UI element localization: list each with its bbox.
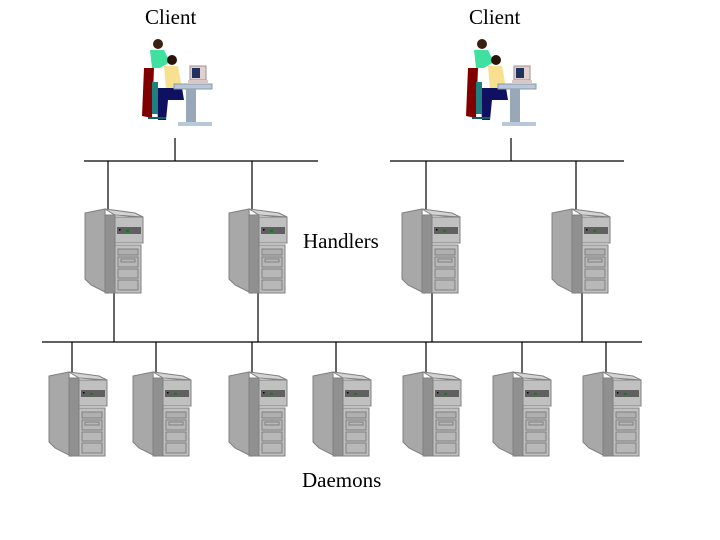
handler-server-icon bbox=[551, 208, 611, 294]
client-label-1: Client bbox=[145, 5, 197, 29]
daemon-server-icon bbox=[582, 371, 642, 457]
handler-server-icon bbox=[228, 208, 288, 294]
client-workstation-icon-1 bbox=[142, 39, 213, 126]
handlers-label: Handlers bbox=[303, 229, 379, 253]
daemon-server-icon bbox=[132, 371, 192, 457]
daemon-server-icon bbox=[48, 371, 108, 457]
handler-server-icon bbox=[401, 208, 461, 294]
daemon-server-icon bbox=[228, 371, 288, 457]
daemons-label: Daemons bbox=[302, 468, 382, 492]
daemon-server-icon bbox=[312, 371, 372, 457]
daemon-server-icon bbox=[402, 371, 462, 457]
daemon-server-icon bbox=[492, 371, 552, 457]
client-label-2: Client bbox=[469, 5, 521, 29]
handler-server-icon bbox=[84, 208, 144, 294]
client-workstation-icon-2 bbox=[466, 39, 537, 126]
